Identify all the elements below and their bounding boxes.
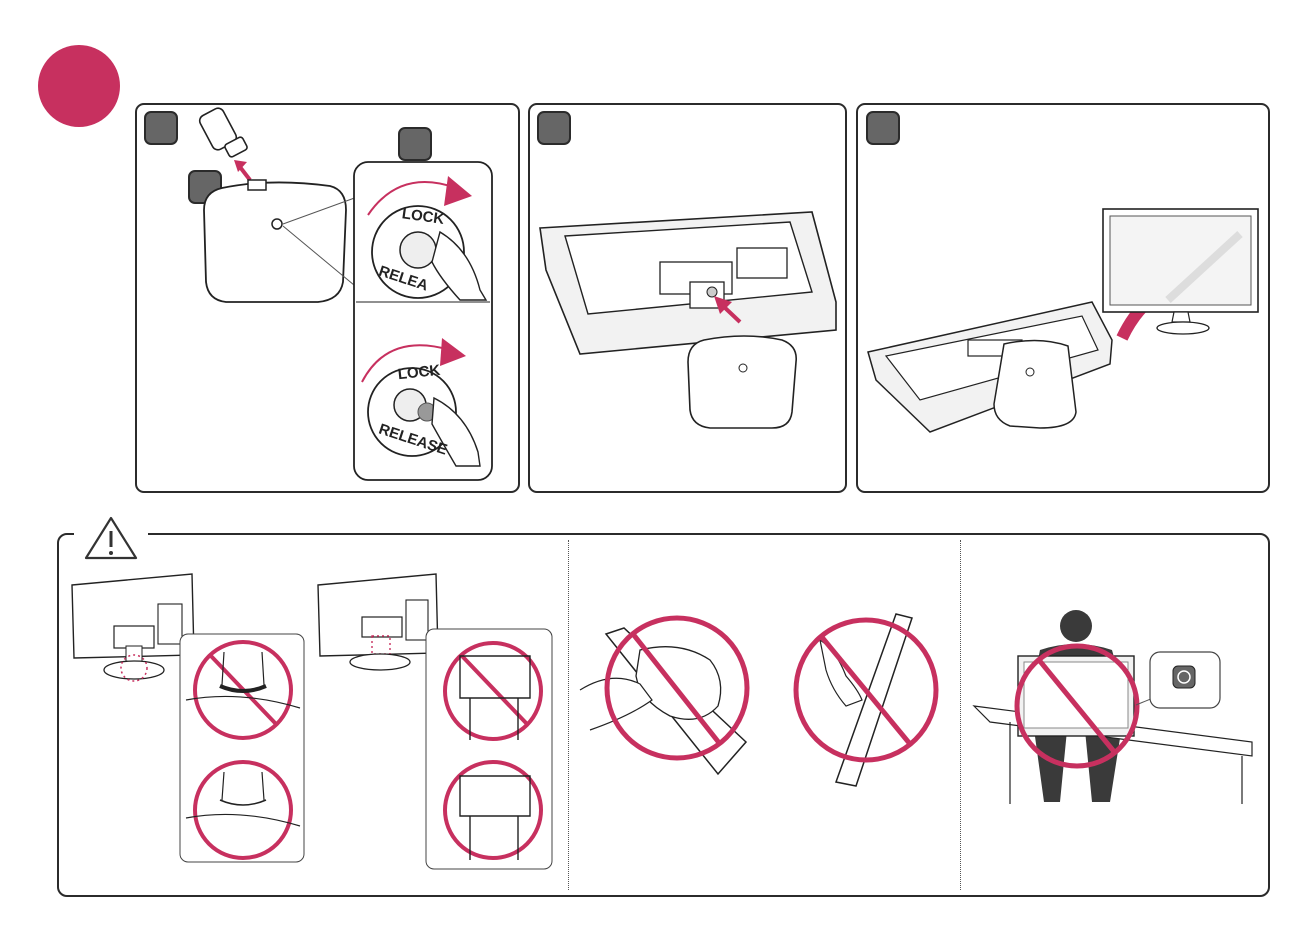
- power-button-icon: [1173, 666, 1195, 688]
